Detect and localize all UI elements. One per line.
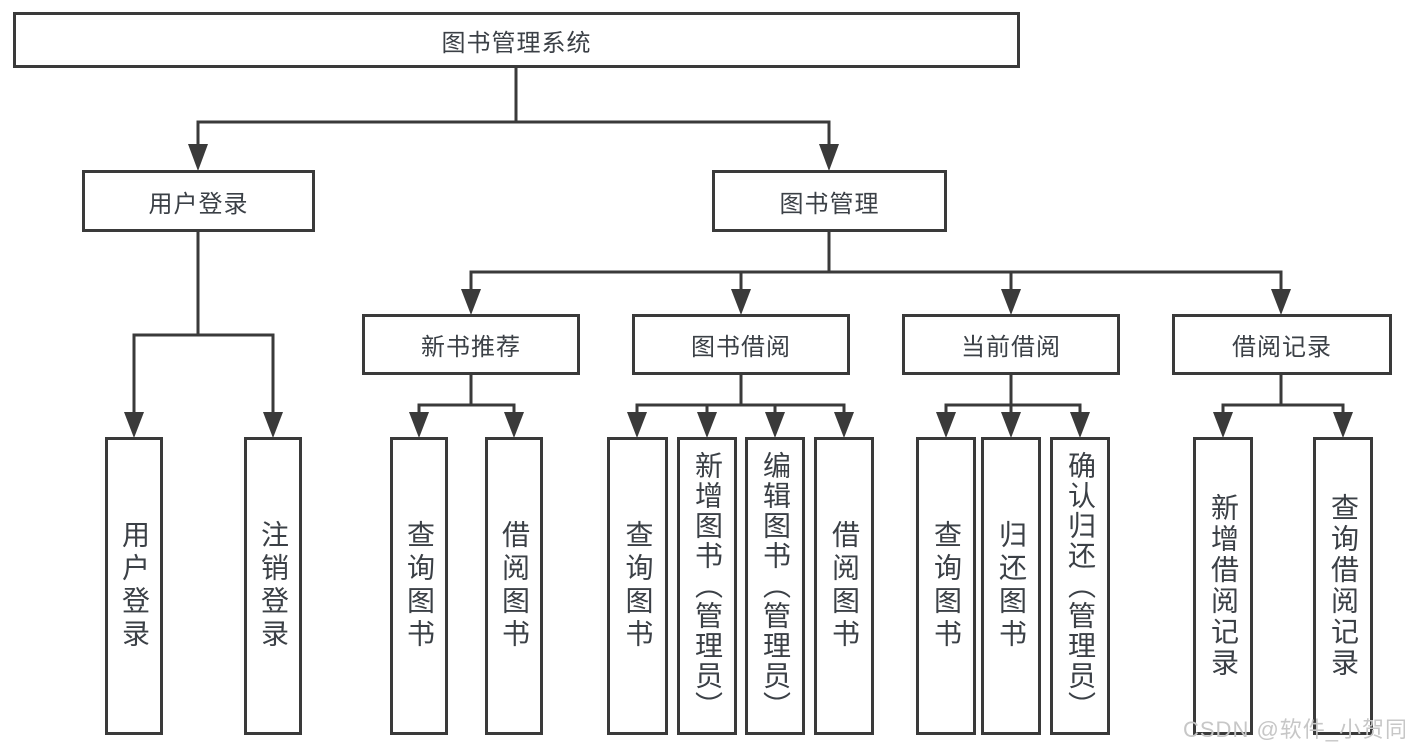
node-book-mgmt-label: 图书管理 xyxy=(779,190,880,218)
node-borrow-record: 借阅记录 xyxy=(1172,314,1392,375)
arrowhead-icon xyxy=(731,289,751,315)
arrowhead-icon xyxy=(765,412,785,438)
leaf-borrow-book: 借阅图书 xyxy=(814,437,874,735)
arrowhead-icon xyxy=(1271,289,1291,315)
arrowhead-icon xyxy=(627,412,647,438)
edge-root-to-level2 xyxy=(188,67,839,171)
arrowhead-icon xyxy=(697,412,717,438)
arrowhead-icon xyxy=(504,412,524,438)
edge-current-borrow-to-leaves xyxy=(936,374,1090,438)
arrowhead-icon xyxy=(1333,412,1353,438)
leaf-current-query: 查询图书 xyxy=(916,437,976,735)
leaf-record-add: 新增借阅记录 xyxy=(1193,437,1253,735)
node-book-borrow: 图书借阅 xyxy=(632,314,850,375)
leaf-borrow-book-label: 借阅图书 xyxy=(829,520,860,652)
arrowhead-icon xyxy=(1213,412,1233,438)
node-new-book: 新书推荐 xyxy=(362,314,580,375)
arrowhead-icon xyxy=(1070,412,1090,438)
arrowhead-icon xyxy=(819,144,839,171)
leaf-record-query-label: 查询借阅记录 xyxy=(1328,493,1359,679)
node-book-mgmt: 图书管理 xyxy=(712,170,947,232)
edge-book-borrow-to-leaves xyxy=(627,374,854,438)
node-borrow-record-label: 借阅记录 xyxy=(1232,334,1332,361)
leaf-current-query-label: 查询图书 xyxy=(931,520,962,652)
edge-user-login-to-leaves xyxy=(124,231,283,438)
arrowhead-icon xyxy=(188,144,208,171)
leaf-newbook-query-label: 查询图书 xyxy=(404,520,435,652)
leaf-current-return-label: 归还图书 xyxy=(996,520,1027,652)
node-root: 图书管理系统 xyxy=(13,12,1020,68)
leaf-current-confirm-admin-label: 确认归还（管理员） xyxy=(1065,451,1096,721)
node-new-book-label: 新书推荐 xyxy=(421,334,521,361)
leaf-user-login-label: 用户登录 xyxy=(119,520,150,652)
edge-book-mgmt-to-level3 xyxy=(461,231,1291,315)
leaf-borrow-edit-admin-label: 编辑图书（管理员） xyxy=(760,451,791,721)
arrowhead-icon xyxy=(1001,289,1021,315)
leaf-logout: 注销登录 xyxy=(244,437,302,735)
node-root-label: 图书管理系统 xyxy=(441,29,592,57)
leaf-user-login: 用户登录 xyxy=(105,437,163,735)
leaf-borrow-edit-admin: 编辑图书（管理员） xyxy=(745,437,805,735)
csdn-watermark: CSDN @软件_小贺同学 xyxy=(1183,717,1405,742)
leaf-current-confirm-admin: 确认归还（管理员） xyxy=(1050,437,1110,735)
arrowhead-icon xyxy=(461,289,481,315)
leaf-record-query: 查询借阅记录 xyxy=(1313,437,1373,735)
arrowhead-icon xyxy=(409,412,429,438)
leaf-logout-label: 注销登录 xyxy=(258,520,289,652)
node-current-borrow: 当前借阅 xyxy=(902,314,1120,375)
node-user-login: 用户登录 xyxy=(82,170,315,232)
edge-borrow-record-to-leaves xyxy=(1213,374,1353,438)
leaf-newbook-borrow: 借阅图书 xyxy=(485,437,543,735)
node-current-borrow-label: 当前借阅 xyxy=(961,334,1061,361)
leaf-newbook-query: 查询图书 xyxy=(390,437,448,735)
arrowhead-icon xyxy=(263,412,283,438)
leaf-borrow-query: 查询图书 xyxy=(607,437,668,735)
arrowhead-icon xyxy=(1001,412,1021,438)
leaf-borrow-add-admin-label: 新增图书（管理员） xyxy=(692,451,723,721)
node-book-borrow-label: 图书借阅 xyxy=(691,334,791,361)
leaf-borrow-query-label: 查询图书 xyxy=(622,520,654,652)
arrowhead-icon xyxy=(124,412,144,438)
arrowhead-icon xyxy=(936,412,956,438)
arrowhead-icon xyxy=(834,412,854,438)
leaf-newbook-borrow-label: 借阅图书 xyxy=(499,520,530,652)
edge-new-book-to-leaves xyxy=(409,374,524,438)
node-user-login-label: 用户登录 xyxy=(148,190,249,218)
leaf-current-return: 归还图书 xyxy=(981,437,1041,735)
leaf-borrow-add-admin: 新增图书（管理员） xyxy=(677,437,737,735)
leaf-record-add-label: 新增借阅记录 xyxy=(1208,493,1239,679)
